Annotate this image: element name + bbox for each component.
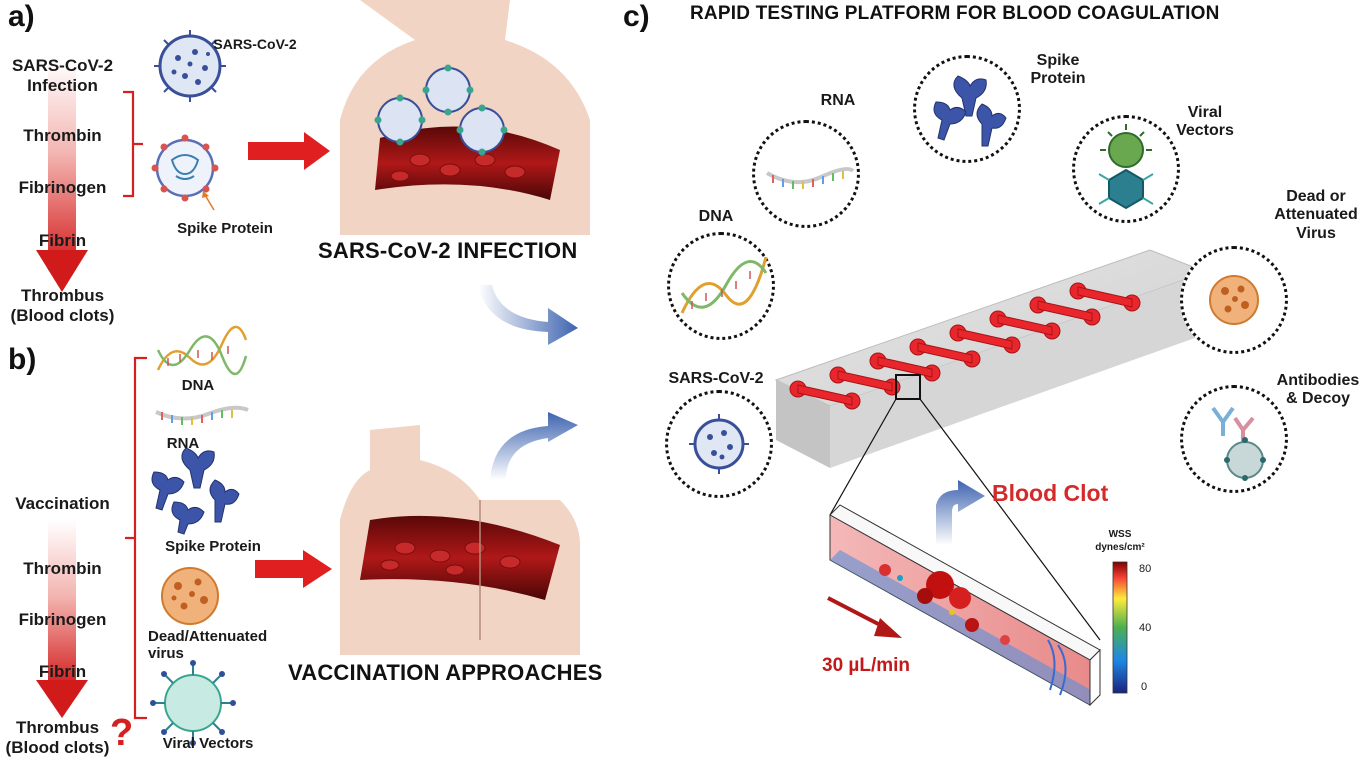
cascade-b-step-2: Thrombin <box>23 559 102 578</box>
item-rna-label: RNA <box>166 435 200 452</box>
circle-label-sars-cov-2: SARS-CoV-2 <box>668 370 764 387</box>
zoomed-channel-view <box>829 504 1101 707</box>
item-dna-label: DNA <box>181 377 215 394</box>
microfluidic-chip <box>774 249 1208 468</box>
circle-label-viral-vectors: Viral Vectors <box>1176 104 1234 140</box>
cascade-arrow-a <box>36 60 88 292</box>
item-viral-vectors-label: Viral Vectors <box>162 735 254 752</box>
circle-label-dna: DNA <box>698 208 734 225</box>
blood-clot-label: Blood Clot <box>992 480 1109 506</box>
question-mark-icon: ? <box>110 712 134 754</box>
spike-label-a: Spike Protein <box>177 220 273 237</box>
blue-curved-arrow-a <box>478 285 578 345</box>
cascade-b-step-1: Vaccination <box>15 494 110 513</box>
spike-protein-icon-b <box>151 447 240 535</box>
torso-vaccination-illustration <box>340 425 580 655</box>
circle-sars-cov-2 <box>665 390 773 498</box>
colorbar-title: WSS <box>1108 529 1132 540</box>
red-arrow-b <box>255 550 332 588</box>
circle-antibodies-decoy <box>1180 385 1288 493</box>
flow-rate-label: 30 µL/min <box>822 655 911 676</box>
panel-c-letter: c) <box>623 0 650 33</box>
viral-vector-icon-b <box>150 660 236 746</box>
cascade-a-step-4: Fibrin <box>38 231 87 250</box>
cascade-arrow-b <box>36 520 88 718</box>
panel-a-letter: a) <box>8 0 35 33</box>
spike-protein-virus-icon <box>151 134 219 202</box>
circle-label-spike: Spike Protein <box>1030 52 1086 88</box>
infection-title: SARS-CoV-2 INFECTION <box>318 238 578 263</box>
cascade-a-step-1: SARS-CoV-2 Infection <box>11 56 114 95</box>
colorbar-unit: dynes/cm² <box>1095 542 1145 553</box>
dna-icon-b <box>156 325 248 376</box>
cascade-b-step-3: Fibrinogen <box>18 610 107 629</box>
bracket-b <box>125 356 147 720</box>
circle-dna <box>667 232 775 340</box>
red-arrow-a <box>248 132 330 170</box>
rna-icon-b <box>155 405 249 425</box>
blood-clot-blobs <box>879 564 1010 645</box>
vaccination-title: VACCINATION APPROACHES <box>288 660 603 685</box>
cascade-b-step-4: Fibrin <box>38 662 87 681</box>
colorbar-tick-80: 80 <box>1139 563 1152 575</box>
dead-attenuated-virus-icon-b <box>161 567 219 625</box>
circle-spike-protein <box>913 55 1021 163</box>
circle-label-rna: RNA <box>820 92 856 109</box>
colorbar-tick-40: 40 <box>1139 622 1152 634</box>
wss-colorbar <box>1112 561 1128 694</box>
blood-clot-arrow <box>936 480 985 545</box>
sars-cov-2-virus-icon <box>154 30 226 102</box>
circle-label-dead-virus: Dead or Attenuated Virus <box>1274 188 1358 242</box>
circle-viral-vectors <box>1072 115 1180 223</box>
blue-curved-arrow-b <box>490 412 578 480</box>
cascade-b-step-5: Thrombus (Blood clots) <box>5 718 110 757</box>
torso-infection-illustration <box>340 0 590 235</box>
panel-c-title: RAPID TESTING PLATFORM FOR BLOOD COAGULA… <box>690 3 1220 24</box>
circle-rna <box>752 120 860 228</box>
bracket-a <box>123 90 143 198</box>
colorbar-tick-0: 0 <box>1141 681 1148 693</box>
cascade-a-step-5: Thrombus (Blood clots) <box>10 286 115 325</box>
cascade-a-step-3: Fibrinogen <box>18 178 107 197</box>
circle-label-antibodies: Antibodies & Decoy <box>1276 372 1360 408</box>
flow-direction-arrow <box>827 596 902 638</box>
circle-dead-virus <box>1180 246 1288 354</box>
cascade-a-step-2: Thrombin <box>23 126 102 145</box>
virus-label-a: SARS-CoV-2 <box>213 36 297 52</box>
panel-b-letter: b) <box>8 343 37 376</box>
spike-pointer-line <box>204 194 215 211</box>
item-spike-label: Spike Protein <box>165 538 261 555</box>
item-dead-virus-label: Dead/Attenuated virus <box>148 628 268 663</box>
zoom-box <box>895 374 921 400</box>
